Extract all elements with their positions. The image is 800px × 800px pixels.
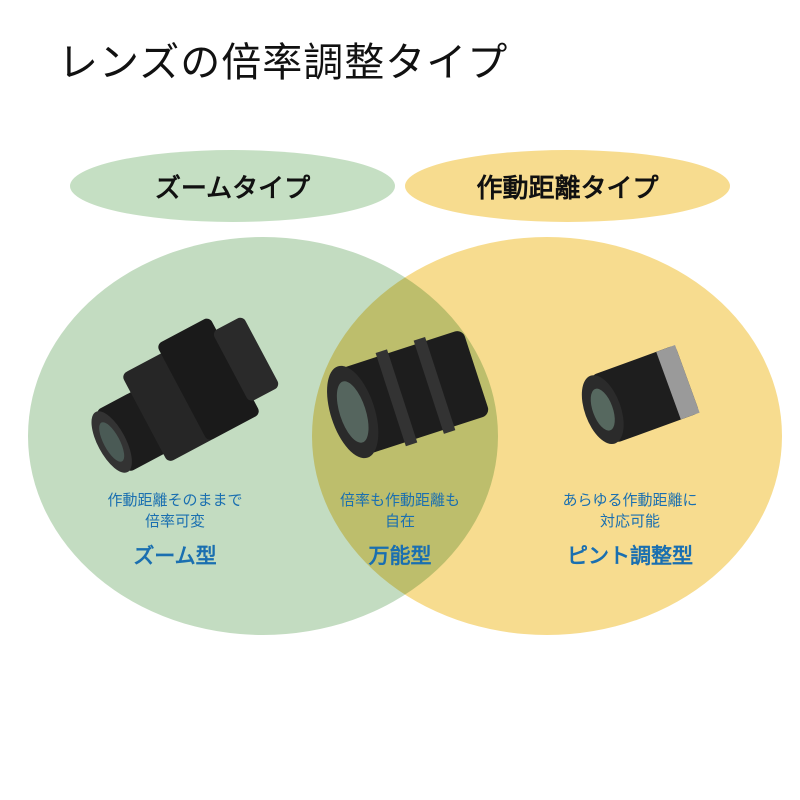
zoom-type-header: ズームタイプ [70, 150, 395, 222]
universal-desc-line2: 自在 [384, 512, 415, 530]
zoom-lens-image [91, 317, 279, 473]
working-distance-type-header: 作動距離タイプ [405, 150, 730, 222]
focus-desc-line1: あらゆる作動距離に [562, 491, 698, 509]
zoom-group-label: 作動距離そのままで 倍率可変 ズーム型 [65, 490, 285, 570]
focus-type-name: ピント調整型 [567, 544, 693, 568]
universal-type-name: 万能型 [368, 544, 432, 568]
universal-group-label: 倍率も作動距離も 自在 万能型 [290, 490, 510, 570]
zoom-desc-line2: 倍率可変 [144, 512, 205, 530]
universal-lens-image [327, 331, 489, 459]
focus-group-label: あらゆる作動距離に 対応可能 ピント調整型 [520, 490, 740, 570]
focus-desc-line2: 対応可能 [599, 512, 660, 530]
universal-desc-line1: 倍率も作動距離も [339, 491, 460, 509]
zoom-desc-line1: 作動距離そのままで [107, 491, 243, 509]
focus-adjust-lens-image [581, 345, 700, 445]
page-title: レンズの倍率調整タイプ [58, 40, 509, 86]
zoom-type-name: ズーム型 [133, 544, 217, 568]
